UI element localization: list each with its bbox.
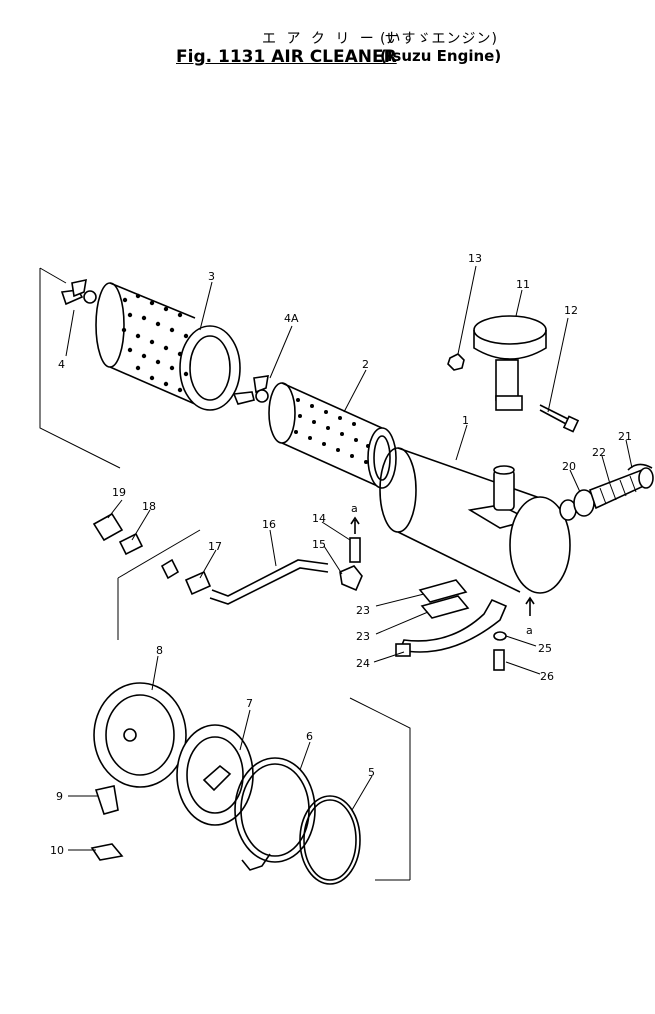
reference-a-top: a [351,502,358,515]
title-japanese-engine: (いすゞエンジン) [380,31,498,47]
wing-nut-part-4 [60,278,97,306]
title-engine: (Isuzu Engine) [380,47,502,65]
title-japanese: エ ア ク リ ー ナ [262,31,402,47]
label-2: 2 [362,358,369,371]
gasket-part-5 [299,795,361,885]
label-6: 6 [306,730,313,743]
label-11: 11 [516,278,530,291]
inner-element-part-2 [268,382,397,489]
cap-part-11 [473,315,547,411]
label-5: 5 [368,766,375,779]
nut-part-13 [447,353,465,371]
label-26: 26 [540,670,554,683]
clamp-part-10 [90,843,124,861]
outer-element-part-3 [95,282,241,411]
callout-labels: 1 2 3 4 4A 5 6 7 8 9 10 11 12 13 14 15 1… [50,252,632,857]
label-19: 19 [112,486,126,499]
label-4: 4 [58,358,65,371]
tube-part-16 [209,559,329,605]
label-21: 21 [618,430,632,443]
label-17: 17 [208,540,222,553]
figure-title: Fig. 1131 AIR CLEANER [176,47,397,67]
connector-part-14 [349,516,535,616]
fitting-part-17 [160,558,212,596]
label-7: 7 [246,697,253,710]
fitting-part-19 [92,512,124,542]
label-24: 24 [356,657,370,670]
label-8: 8 [156,644,163,657]
label-22: 22 [592,446,606,459]
label-23a: 23 [356,604,370,617]
valve-part-9 [94,785,119,815]
label-13: 13 [468,252,482,265]
washer-part-25 [493,631,507,641]
hose-assembly-parts-20-22 [573,467,654,517]
frame-lines [39,267,411,881]
pad-parts-23 [418,579,470,619]
clamp-part-21 [627,463,653,471]
label-23b: 23 [356,630,370,643]
label-20: 20 [562,460,576,473]
label-16: 16 [262,518,276,531]
label-1: 1 [462,414,469,427]
label-25: 25 [538,642,552,655]
label-10: 10 [50,844,64,857]
label-15: 15 [312,538,326,551]
bolt-part-12 [539,404,580,433]
label-12: 12 [564,304,578,317]
label-4a: 4A [284,312,299,325]
label-3: 3 [208,270,215,283]
reference-a-bottom: a [526,624,533,637]
dust-bowl-part-8 [93,682,187,788]
bolt-part-26 [493,649,505,671]
label-14: 14 [312,512,326,525]
leader-lines [65,265,633,851]
label-18: 18 [142,500,156,513]
label-9: 9 [56,790,63,803]
baffle-part-7 [176,724,254,826]
elbow-part-15 [339,565,363,592]
fitting-part-18 [118,532,144,556]
wing-nut-part-4a [232,375,269,405]
air-cleaner-body-part-1 [379,447,577,594]
